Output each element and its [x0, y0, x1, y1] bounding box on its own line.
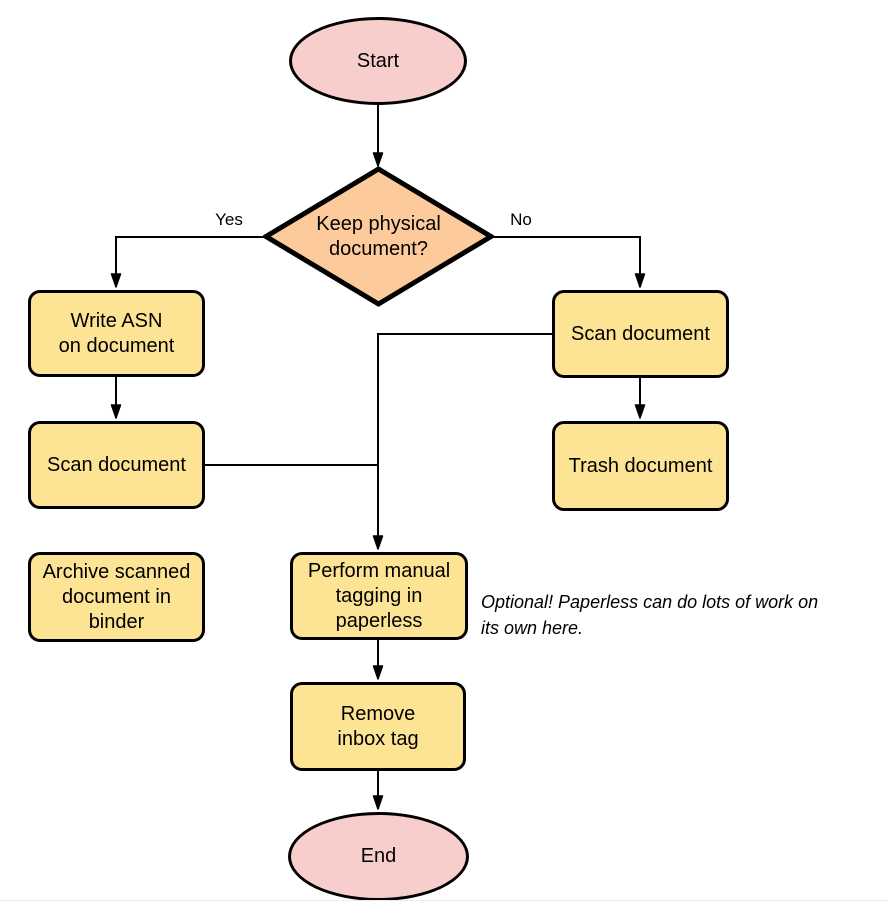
node-write-asn: Write ASN on document: [28, 290, 205, 377]
annotation-optional-note: Optional! Paperless can do lots of work …: [481, 592, 819, 638]
node-end: End: [288, 812, 469, 901]
node-archive-binder-label: Archive scanned document in binder: [42, 560, 191, 633]
decision-diamond-shape: [263, 166, 494, 307]
edge-decision-scan-right: [491, 236, 646, 288]
node-write-asn-label: Write ASN on document: [58, 309, 175, 357]
node-scan-document-left-label: Scan document: [47, 453, 186, 476]
node-manual-tagging-label: Perform manual tagging in paperless: [307, 559, 451, 632]
node-trash-document-label: Trash document: [568, 454, 713, 477]
node-manual-tagging: Perform manual tagging in paperless: [290, 552, 468, 640]
node-end-label: End: [360, 845, 397, 867]
edge-scan-right-tagging: [372, 333, 552, 550]
node-scan-document-right-label: Scan document: [571, 322, 710, 345]
edge-decision-write-asn: [110, 236, 266, 288]
node-scan-document-left: Scan document: [28, 421, 205, 509]
page-boundary-line: [0, 900, 888, 901]
node-trash-document: Trash document: [552, 421, 729, 511]
node-start-label: Start: [356, 49, 400, 72]
edge-label-yes: Yes: [215, 210, 243, 229]
node-remove-inbox-tag-label: Remove inbox tag: [337, 702, 419, 750]
edge-label-no: No: [510, 210, 532, 229]
node-remove-inbox-tag: Remove inbox tag: [290, 682, 466, 771]
node-archive-binder: Archive scanned document in binder: [28, 552, 205, 642]
node-decision: Keep physical document?: [263, 166, 494, 307]
node-scan-document-right: Scan document: [552, 290, 729, 378]
node-decision-label: Keep physical document?: [316, 212, 441, 260]
node-start: Start: [289, 17, 467, 105]
